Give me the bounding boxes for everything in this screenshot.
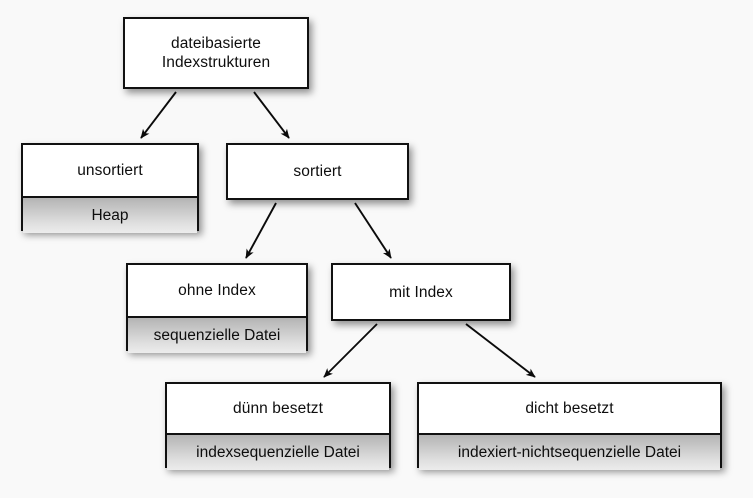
node-dicht-besetzt[interactable]: dicht besetzt indexiert-nichtsequenziell… bbox=[417, 382, 722, 470]
node-mit-index[interactable]: mit Index bbox=[331, 263, 511, 321]
node-sublabel-indexsequenzielle-datei: indexsequenzielle Datei bbox=[167, 433, 389, 470]
node-sublabel-sequenzielle-datei: sequenzielle Datei bbox=[128, 316, 306, 353]
node-label: dicht besetzt bbox=[419, 384, 720, 433]
node-sublabel-indexiert-nichtsequenzielle-datei: indexiert-nichtsequenzielle Datei bbox=[419, 433, 720, 470]
node-sortiert[interactable]: sortiert bbox=[226, 143, 409, 200]
node-label: sortiert bbox=[228, 145, 407, 198]
edge-root-sortiert bbox=[253, 91, 290, 139]
node-label: dünn besetzt bbox=[167, 384, 389, 433]
node-dateibasierte-indexstrukturen[interactable]: dateibasierte Indexstrukturen bbox=[123, 17, 309, 89]
node-label: unsortiert bbox=[23, 145, 197, 196]
edge-sortiert-mit-index bbox=[354, 202, 392, 259]
node-label: ohne Index bbox=[128, 265, 306, 316]
node-label: dateibasierte Indexstrukturen bbox=[125, 19, 307, 87]
edge-sortiert-ohne-index bbox=[245, 202, 277, 259]
edge-mit-index-dicht bbox=[465, 323, 536, 378]
node-unsortiert[interactable]: unsortiert Heap bbox=[21, 143, 199, 233]
node-sublabel-heap: Heap bbox=[23, 196, 197, 233]
node-ohne-index[interactable]: ohne Index sequenzielle Datei bbox=[126, 263, 308, 353]
node-label: mit Index bbox=[333, 265, 509, 319]
node-duenn-besetzt[interactable]: dünn besetzt indexsequenzielle Datei bbox=[165, 382, 391, 470]
edge-root-unsortiert bbox=[140, 91, 177, 139]
edge-mit-index-duenn bbox=[323, 323, 378, 378]
